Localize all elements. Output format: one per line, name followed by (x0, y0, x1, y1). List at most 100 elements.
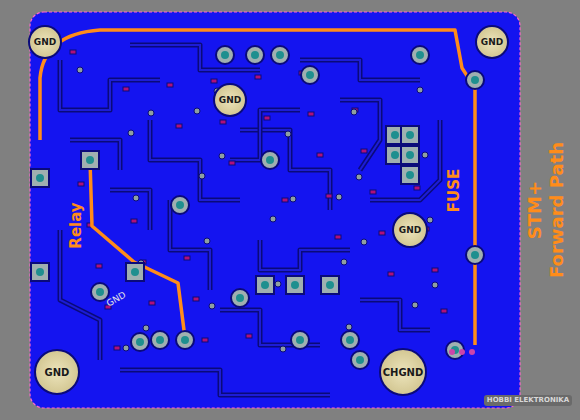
drill-hole (406, 131, 414, 139)
round-pad (171, 196, 189, 214)
via (219, 153, 225, 159)
square-pad (31, 169, 49, 187)
round-pad (151, 331, 169, 349)
drill-hole (306, 71, 314, 79)
square-pad (256, 276, 274, 294)
copper-trace (370, 120, 440, 200)
mounting-hole: GND (213, 83, 247, 117)
board-outline (30, 12, 520, 408)
smd-pad (246, 334, 252, 338)
copper-trace (360, 300, 430, 330)
copper-trace (70, 140, 120, 170)
copper-trace-core (150, 120, 240, 200)
smd-pad (193, 297, 199, 301)
copper-trace-core (240, 130, 330, 210)
drill-hole (36, 174, 44, 182)
round-pad (291, 331, 309, 349)
smd-pad (96, 264, 102, 268)
drill-hole (296, 336, 304, 344)
via (356, 174, 362, 180)
copper-trace-core (360, 300, 430, 330)
round-pad (446, 341, 464, 359)
via (427, 217, 433, 223)
via (285, 131, 291, 137)
smd-pad (176, 124, 182, 128)
mounting-hole: GND (475, 25, 509, 59)
copper-pour (30, 12, 520, 408)
path-title: STM+ (526, 181, 544, 239)
drill-hole (406, 151, 414, 159)
via (77, 67, 83, 73)
via (280, 346, 286, 352)
smd-pad (432, 268, 438, 272)
smd-pad (78, 182, 84, 186)
smd-pad (388, 272, 394, 276)
via (432, 282, 438, 288)
square-pad (401, 126, 419, 144)
hole-net-label: GND (399, 225, 421, 235)
smd-pad (70, 50, 76, 54)
copper-trace (60, 60, 160, 110)
smd-pad (370, 190, 376, 194)
hole-net-label: CHGND (383, 367, 424, 378)
smd-pad (361, 149, 367, 153)
drill-hole (266, 156, 274, 164)
drill-hole (346, 336, 354, 344)
drill-hole (391, 151, 399, 159)
mounting-hole: GND (28, 25, 62, 59)
via (275, 281, 281, 287)
relay-label: Relay (69, 202, 84, 248)
smd-pad (326, 194, 332, 198)
smd-pad (184, 256, 190, 260)
mounting-hole: GND (34, 349, 80, 395)
via (270, 216, 276, 222)
drill-hole (291, 281, 299, 289)
smd-pad (149, 301, 155, 305)
round-pad (301, 66, 319, 84)
smd-pad (335, 235, 341, 239)
smd-pad (229, 161, 235, 165)
round-pad (246, 46, 264, 64)
via (361, 239, 367, 245)
round-pad (466, 71, 484, 89)
forward-path-trace (40, 30, 475, 345)
drill-hole (251, 51, 259, 59)
drill-hole (96, 288, 104, 296)
via (412, 302, 418, 308)
copper-trace-core (110, 190, 150, 230)
copper-trace (260, 240, 350, 270)
mounting-hole: GND (392, 212, 428, 248)
round-pad (466, 246, 484, 264)
drill-hole (221, 51, 229, 59)
square-pad (126, 263, 144, 281)
header-pin (459, 349, 465, 355)
round-pad (216, 46, 234, 64)
smd-pad (441, 309, 447, 313)
smd-pad (123, 87, 129, 91)
drill-hole (181, 336, 189, 344)
smd-pad (308, 112, 314, 116)
via (133, 195, 139, 201)
copper-trace (110, 190, 150, 230)
copper-trace-core (370, 120, 440, 200)
relay-path-trace (90, 160, 185, 338)
smd-pad (211, 79, 217, 83)
via (194, 108, 200, 114)
fuse-label: FUSE (447, 168, 462, 211)
via (143, 325, 149, 331)
header-pin (469, 349, 475, 355)
copper-trace (130, 45, 260, 70)
smd-pad (255, 75, 261, 79)
drill-hole (276, 51, 284, 59)
smd-pad (282, 198, 288, 202)
copper-trace-core (120, 370, 330, 395)
smd-pad (167, 83, 173, 87)
round-pad (351, 351, 369, 369)
square-pad (286, 276, 304, 294)
header-pin (449, 349, 455, 355)
smd-pad (114, 346, 120, 350)
copper-trace-core (130, 45, 260, 70)
